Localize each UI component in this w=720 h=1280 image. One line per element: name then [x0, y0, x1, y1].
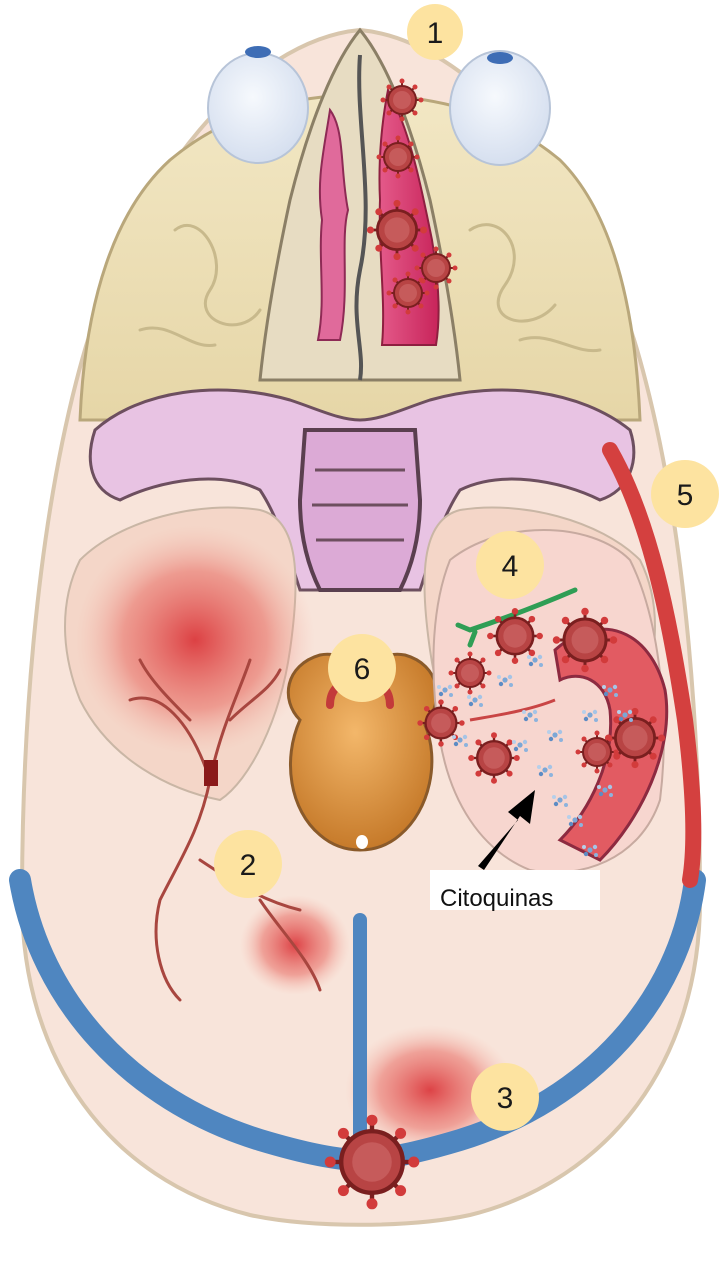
marker-3-label: 3: [497, 1082, 514, 1115]
arterial-branches: [128, 658, 322, 1002]
eye-left: [207, 52, 309, 164]
pupil-right: [487, 52, 513, 64]
marker-5: 5: [651, 460, 719, 528]
cytokines-label: Citoquinas: [440, 885, 553, 912]
marker-3: 3: [471, 1063, 539, 1131]
eye-right: [449, 50, 551, 166]
blood-vessel-wall: [553, 627, 669, 862]
arrow-up-right-icon: [478, 790, 535, 870]
clivus-ridges: [312, 468, 408, 542]
temporal-artery: [602, 442, 702, 888]
marker-2-label: 2: [240, 849, 257, 882]
vessel-branch: [469, 698, 556, 722]
lesion-left-temporal: [75, 525, 315, 755]
marker-5-label: 5: [677, 479, 694, 512]
marker-6: 6: [328, 634, 396, 702]
nasal-mucosa-left: [316, 107, 350, 341]
sella-turcica: [297, 428, 423, 592]
nasal-septum: [354, 54, 368, 381]
marker-6-label: 6: [354, 653, 371, 686]
pupil-left: [245, 46, 271, 58]
lesion-occipital-right: [345, 1025, 515, 1155]
bone-texture: [138, 223, 602, 353]
nerve-fiber: [455, 587, 578, 648]
pituitary-highlight: [356, 835, 368, 849]
marker-2: 2: [214, 830, 282, 898]
marker-4: 4: [476, 531, 544, 599]
marker-4-label: 4: [502, 550, 519, 583]
marker-1: 1: [407, 4, 463, 60]
artery-clot-marker: [204, 760, 218, 786]
cytokines-label-bg: [430, 870, 600, 910]
marker-1-label: 1: [427, 17, 444, 50]
